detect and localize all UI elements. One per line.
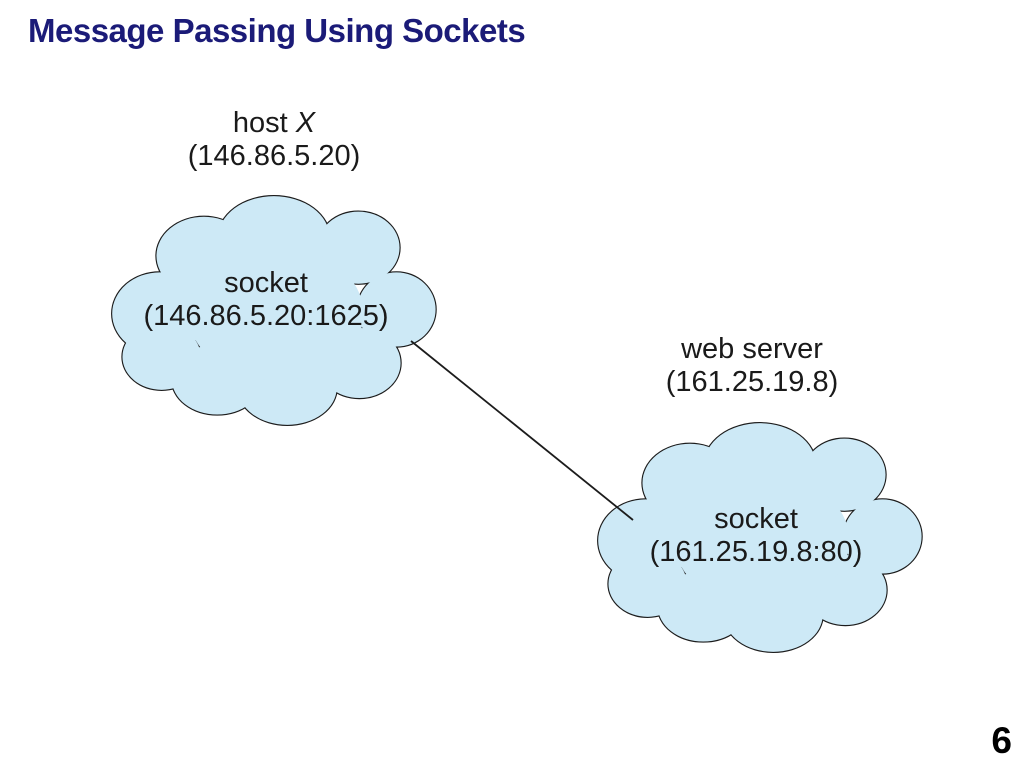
server-socket-title: socket [714,503,798,535]
host-socket-address: (146.86.5.20:1625) [143,300,389,332]
page-number: 6 [991,720,1012,761]
server-caption: web server (161.25.19.8) [666,333,839,399]
connection-line [410,340,634,521]
host-ip: (146.86.5.20) [187,140,361,172]
host-socket-label: socket (146.86.5.20:1625) [143,267,388,333]
host-name-text: host [232,107,296,139]
slide-title: Message Passing Using Sockets [28,12,526,49]
host-name-emphasis: X [295,107,316,139]
host-socket-title: socket [224,267,308,299]
host-name: host X [188,107,361,140]
server-socket-label: socket (161.25.19.8:80) [650,503,863,569]
server-socket-address: (161.25.19.8:80) [649,536,863,568]
server-ip: (161.25.19.8) [665,366,839,398]
server-name: web server [681,333,823,365]
host-caption: host X (146.86.5.20) [188,107,361,173]
